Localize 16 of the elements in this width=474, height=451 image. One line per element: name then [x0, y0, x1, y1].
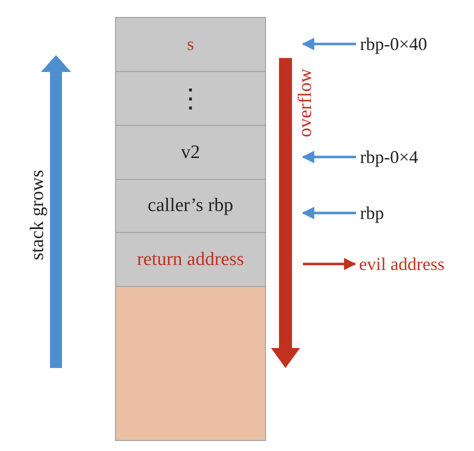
stack-cell: v2 [115, 125, 266, 180]
stack-cell: s [115, 17, 266, 72]
register-label: evil address [359, 253, 444, 275]
stack-cell: ⋮ [115, 71, 266, 126]
register-label: rbp-0×40 [360, 33, 428, 55]
arrow [303, 258, 356, 270]
axis-label: stack grows [27, 170, 49, 260]
arrow [302, 206, 356, 220]
stack-region [115, 286, 266, 441]
stack-cell: return address [115, 232, 266, 287]
register-label: rbp-0×4 [360, 146, 418, 168]
arrow [302, 150, 356, 164]
register-label: rbp [360, 202, 384, 224]
axis-label: overflow [295, 68, 317, 138]
arrow [302, 38, 356, 50]
stack-cell: caller’s rbp [115, 179, 266, 233]
